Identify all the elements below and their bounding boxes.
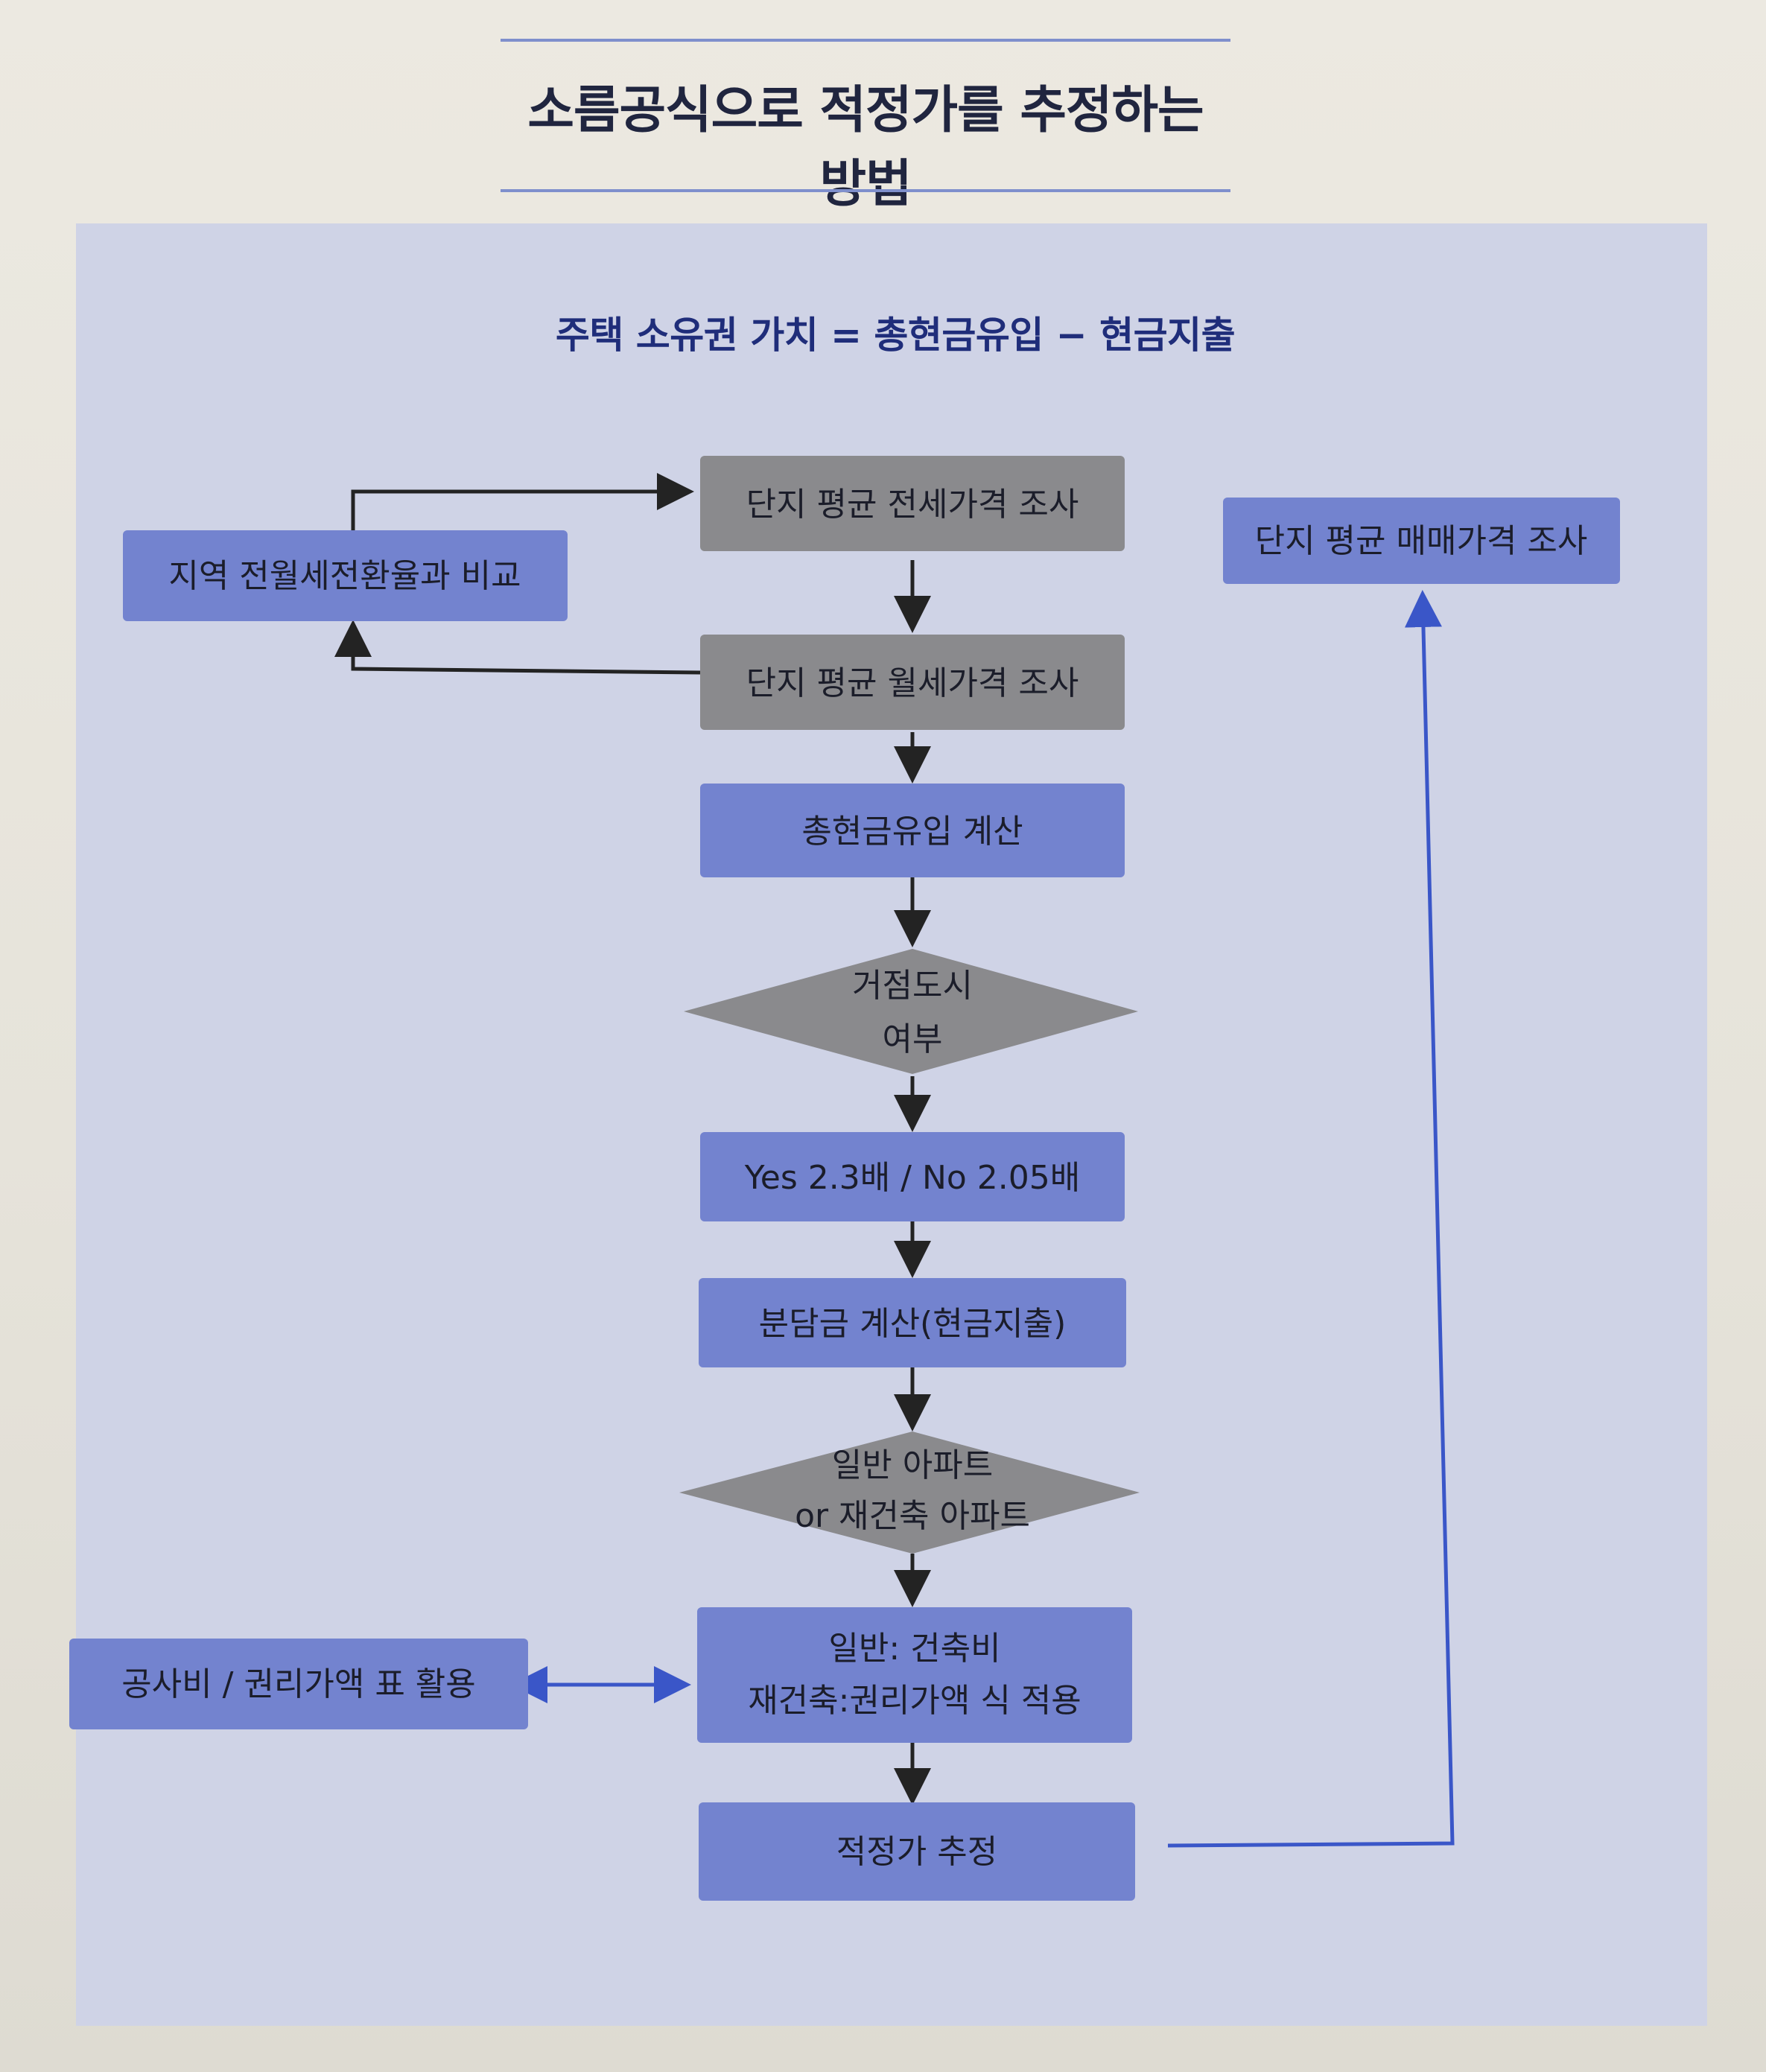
- node-jeonse-box: [700, 456, 1125, 551]
- node-cost: 일반: 건축비 재건축:권리가액 식 적용: [697, 1607, 1132, 1743]
- node-estimate-label: 적정가 추정: [836, 1833, 997, 1871]
- node-table-box: [69, 1639, 528, 1729]
- node-table: 공사비 / 권리가액 표 활용: [69, 1639, 528, 1729]
- node-sale: 단지 평균 매매가격 조사: [1223, 498, 1620, 584]
- node-compare-box: [123, 530, 568, 621]
- node-estimate: 적정가 추정: [699, 1802, 1135, 1901]
- node-contribution: 분담금 계산(현금지출): [699, 1278, 1126, 1367]
- node-multiplier-label: Yes 2.3배 / No 2.05배: [744, 1159, 1081, 1197]
- node-apt-label-line1: 일반 아파트: [832, 1446, 993, 1484]
- node-monthly-label: 단지 평균 월세가격 조사: [746, 664, 1079, 702]
- node-jeonse: 단지 평균 전세가격 조사: [700, 456, 1125, 551]
- node-apt-label-line2: or 재건축 아파트: [795, 1497, 1030, 1535]
- node-sale-box: [1223, 498, 1620, 584]
- connectors: [334, 473, 931, 1805]
- arrow-monthly-to-compare: [334, 620, 701, 675]
- node-cost-box: [697, 1607, 1132, 1743]
- node-contribution-box: [699, 1278, 1126, 1367]
- title-rule-top: [501, 39, 1230, 42]
- node-contribution-label: 분담금 계산(현금지출): [759, 1305, 1067, 1343]
- node-hub-diamond: [684, 949, 1138, 1074]
- node-hub-decision: 거점도시 여부: [684, 949, 1138, 1074]
- node-compare-label: 지역 전월세전환율과 비교: [168, 557, 521, 595]
- node-cost-label-line2: 재건축:권리가액 식 적용: [748, 1682, 1081, 1720]
- title-rule-bottom: [501, 189, 1230, 192]
- node-cost-label-line1: 일반: 건축비: [828, 1630, 1000, 1668]
- node-estimate-box: [699, 1802, 1135, 1901]
- node-apt-decision: 일반 아파트 or 재건축 아파트: [679, 1431, 1140, 1554]
- node-monthly-box: [700, 635, 1125, 730]
- value-formula: 주택 소유권 가치 = 총현금유입 − 현금지출: [555, 314, 1236, 357]
- node-monthly: 단지 평균 월세가격 조사: [700, 635, 1125, 730]
- node-inflow-box: [700, 784, 1125, 877]
- page-title: 소름공식으로 적정가를 추정하는 방법: [527, 81, 1204, 214]
- title-block: 소름공식으로 적정가를 추정하는 방법: [501, 30, 1230, 214]
- arrow-estimate-to-sale: [1167, 590, 1455, 1848]
- node-compare: 지역 전월세전환율과 비교: [123, 530, 568, 621]
- node-multiplier-box: [700, 1132, 1125, 1221]
- node-multiplier: Yes 2.3배 / No 2.05배: [700, 1132, 1125, 1221]
- node-inflow-label: 총현금유입 계산: [801, 813, 1023, 851]
- blue-connectors: [510, 590, 1455, 1848]
- node-sale-label: 단지 평균 매매가격 조사: [1255, 522, 1588, 560]
- node-hub-label-line2: 여부: [883, 1020, 943, 1058]
- arrow-compare-to-jeonse: [351, 473, 694, 530]
- node-inflow: 총현금유입 계산: [700, 784, 1125, 877]
- node-table-label: 공사비 / 권리가액 표 활용: [121, 1665, 476, 1703]
- node-hub-label-line1: 거점도시: [852, 967, 973, 1005]
- node-jeonse-label: 단지 평균 전세가격 조사: [746, 486, 1079, 524]
- node-apt-diamond: [679, 1431, 1140, 1554]
